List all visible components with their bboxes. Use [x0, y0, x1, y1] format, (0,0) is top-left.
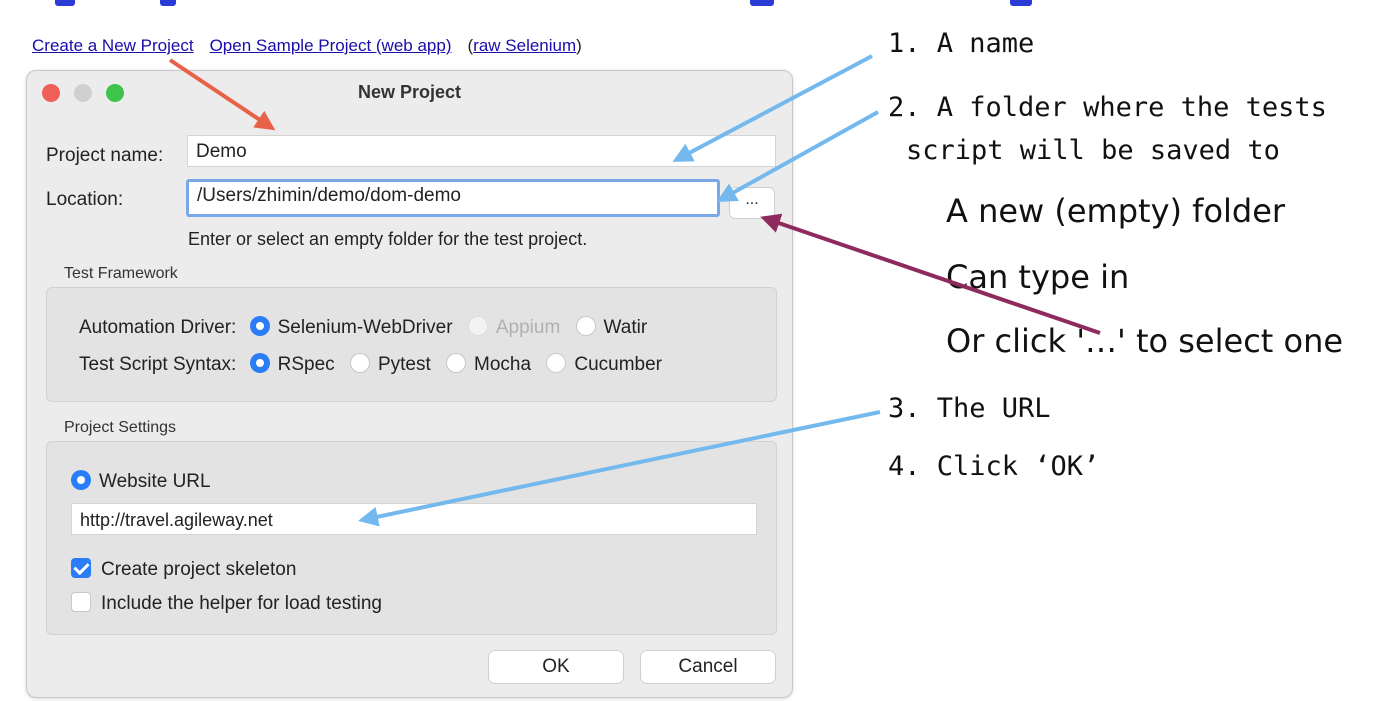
ok-button[interactable]: OK — [488, 650, 624, 684]
note-folder-line1: 2. A folder where the tests — [888, 92, 1327, 123]
radio-unselected-icon — [546, 353, 567, 373]
automation-driver-row: Automation Driver: Selenium-WebDriver Ap… — [79, 316, 657, 339]
open-sample-project-link[interactable]: Open Sample Project (web app) — [209, 36, 452, 55]
paren-open: ( — [467, 36, 474, 55]
note-folder-line2: script will be saved to — [906, 135, 1280, 166]
browse-folder-button[interactable]: ... — [729, 187, 775, 219]
paren-close: ) — [576, 36, 582, 55]
project-settings-title: Project Settings — [64, 419, 177, 436]
project-settings-group: Website URL http://travel.agileway.net C… — [46, 441, 777, 635]
project-name-input[interactable]: Demo — [187, 135, 776, 167]
syntax-option-rspec[interactable]: RSpec — [249, 353, 335, 376]
raw-selenium-link[interactable]: raw Selenium — [473, 36, 577, 55]
close-window-button[interactable] — [42, 84, 60, 102]
driver-option-watir[interactable]: Watir — [575, 316, 647, 339]
test-framework-title: Test Framework — [64, 265, 178, 282]
note-click-select: Or click '…' to select one — [946, 322, 1344, 360]
location-label: Location: — [46, 189, 124, 210]
script-syntax-label: Test Script Syntax: — [79, 354, 237, 375]
location-input[interactable]: /Users/zhimin/demo/dom-demo — [186, 179, 720, 217]
note-the-url: 3. The URL — [888, 393, 1051, 424]
dialog-title: New Project — [357, 82, 462, 102]
note-new-folder: A new (empty) folder — [946, 192, 1286, 230]
website-url-option[interactable]: Website URL — [71, 470, 211, 493]
create-new-project-link[interactable]: Create a New Project — [32, 36, 194, 55]
checkbox-checked-icon — [71, 558, 91, 578]
test-framework-group: Automation Driver: Selenium-WebDriver Ap… — [46, 287, 777, 402]
top-links: Create a New Project Open Sample Project … — [32, 36, 582, 56]
create-skeleton-checkbox[interactable]: Create project skeleton — [71, 558, 296, 581]
title-bar: New Project — [27, 71, 792, 115]
project-name-label: Project name: — [46, 145, 164, 166]
automation-driver-label: Automation Driver: — [79, 317, 237, 338]
cancel-button[interactable]: Cancel — [640, 650, 776, 684]
zoom-window-button[interactable] — [106, 84, 124, 102]
syntax-option-mocha[interactable]: Mocha — [446, 353, 531, 376]
note-type-in: Can type in — [946, 258, 1130, 296]
load-testing-checkbox[interactable]: Include the helper for load testing — [71, 592, 382, 615]
syntax-option-pytest[interactable]: Pytest — [349, 353, 431, 376]
radio-unselected-icon — [575, 316, 596, 336]
script-syntax-row: Test Script Syntax: RSpec Pytest Mocha C… — [79, 353, 672, 376]
driver-option-appium: Appium — [467, 316, 560, 339]
location-hint: Enter or select an empty folder for the … — [188, 229, 588, 249]
checkbox-unchecked-icon — [71, 592, 91, 612]
radio-disabled-icon — [467, 316, 488, 336]
cropped-header-strip — [0, 0, 1400, 10]
driver-option-selenium[interactable]: Selenium-WebDriver — [249, 316, 453, 339]
minimize-window-button[interactable] — [74, 84, 92, 102]
note-click-ok: 4. Click ‘OK’ — [888, 451, 1100, 482]
new-project-dialog: New Project Project name: Demo Location:… — [26, 70, 793, 698]
radio-unselected-icon — [446, 353, 467, 373]
radio-selected-icon — [71, 470, 91, 490]
syntax-option-cucumber[interactable]: Cucumber — [546, 353, 662, 376]
note-a-name: 1. A name — [888, 28, 1035, 59]
website-url-input[interactable]: http://travel.agileway.net — [71, 503, 757, 535]
radio-selected-icon — [249, 353, 270, 373]
radio-unselected-icon — [349, 353, 370, 373]
radio-selected-icon — [249, 316, 270, 336]
